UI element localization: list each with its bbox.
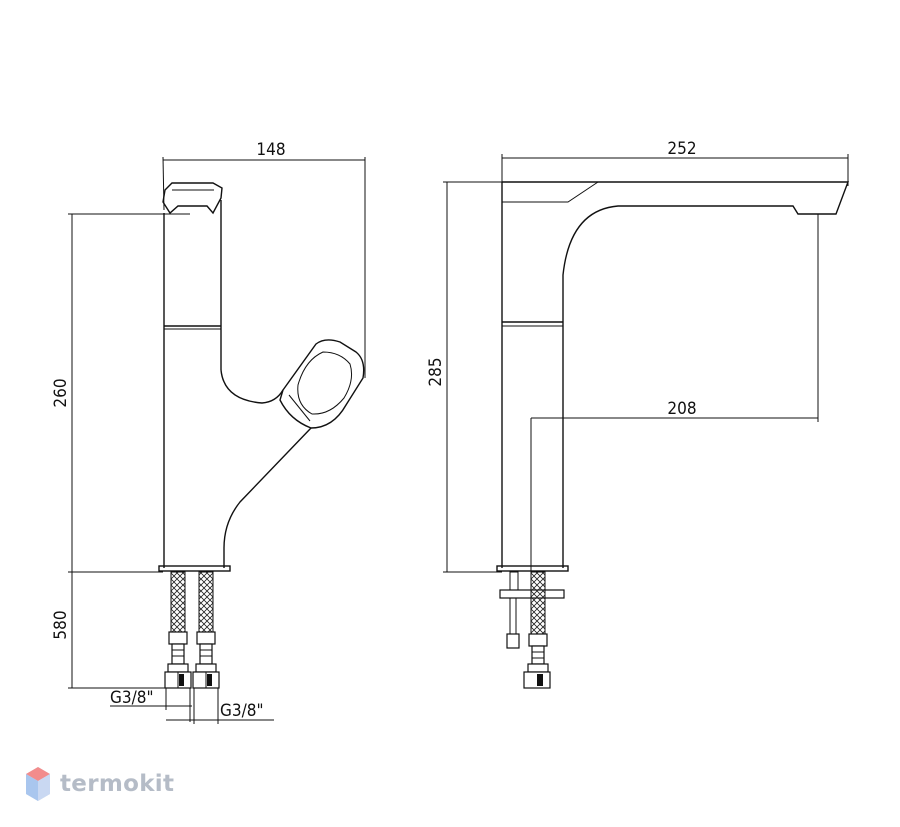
faucet-body-side bbox=[496, 181, 850, 572]
dimension-height-260: 260 bbox=[51, 213, 190, 573]
hoses-front bbox=[164, 571, 220, 689]
dim-label-285: 285 bbox=[426, 357, 446, 386]
side-view: 252 285 208 bbox=[426, 139, 850, 689]
brand-name: termokit bbox=[60, 771, 175, 797]
dimension-hose-580: 580 bbox=[51, 572, 182, 689]
dimension-width-148: 148 bbox=[162, 140, 366, 378]
dim-label-580: 580 bbox=[51, 610, 71, 639]
dimension-thread-left: G3/8" bbox=[110, 688, 192, 722]
dim-label-252: 252 bbox=[667, 139, 696, 159]
dim-label-208: 208 bbox=[667, 399, 696, 419]
thread-label-left: G3/8" bbox=[110, 688, 154, 708]
dimension-reach-208: 208 bbox=[530, 214, 819, 572]
hoses-side bbox=[499, 571, 565, 689]
front-view: 148 260 580 bbox=[51, 140, 366, 724]
dimension-height-285: 285 bbox=[426, 181, 502, 573]
brand-logo: termokit bbox=[24, 764, 174, 804]
faucet-body-front bbox=[158, 182, 365, 572]
dim-label-148: 148 bbox=[256, 140, 285, 160]
dim-label-260: 260 bbox=[51, 378, 71, 407]
dimension-thread-right: G3/8" bbox=[166, 688, 274, 724]
thread-label-right: G3/8" bbox=[220, 701, 264, 721]
hexagon-logo-icon bbox=[26, 767, 50, 801]
